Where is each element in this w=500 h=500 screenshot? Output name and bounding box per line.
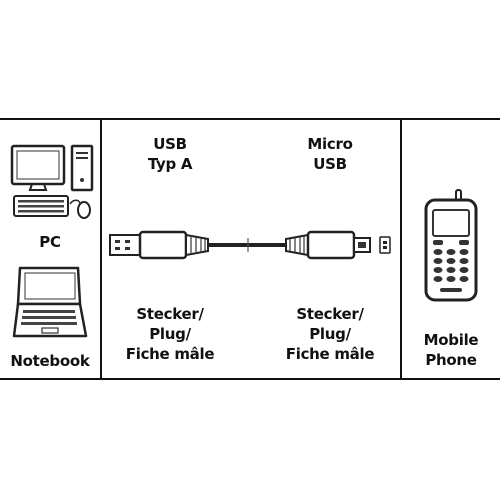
mobile-phone-line-2: Phone: [425, 351, 477, 369]
connection-diagram: [0, 118, 500, 380]
desktop-pc-icon: [10, 144, 94, 219]
micro-usb-connector-line-2: Plug/: [309, 325, 351, 343]
usb-type-a-connector-line-2: Plug/: [149, 325, 191, 343]
usb-type-a-connector-line-3: Fiche mâle: [125, 345, 215, 363]
usb-cable-icon: [109, 230, 391, 260]
panel-divider-right: [400, 120, 402, 378]
micro-usb-line-1: Micro: [307, 135, 353, 153]
mobile-phone-icon: [424, 189, 478, 302]
micro-usb-connector-label: Stecker/ Plug/ Fiche mâle: [270, 304, 390, 364]
panel-divider-left: [100, 120, 102, 378]
micro-usb-connector-line-1: Stecker/: [296, 305, 364, 323]
mobile-phone-label: Mobile Phone: [402, 330, 500, 370]
usb-type-a-label: USB Typ A: [125, 134, 215, 174]
notebook-label: Notebook: [10, 352, 90, 370]
pc-label: PC: [39, 233, 61, 251]
micro-usb-line-2: USB: [313, 155, 347, 173]
usb-type-a-line-1: USB: [153, 135, 187, 153]
usb-type-a-connector-line-1: Stecker/: [136, 305, 204, 323]
notebook-icon: [12, 266, 88, 338]
mobile-phone-line-1: Mobile: [423, 331, 479, 349]
usb-type-a-line-2: Typ A: [147, 155, 193, 173]
micro-usb-connector-line-3: Fiche mâle: [285, 345, 375, 363]
micro-usb-label: Micro USB: [285, 134, 375, 174]
usb-type-a-connector-label: Stecker/ Plug/ Fiche mâle: [110, 304, 230, 364]
